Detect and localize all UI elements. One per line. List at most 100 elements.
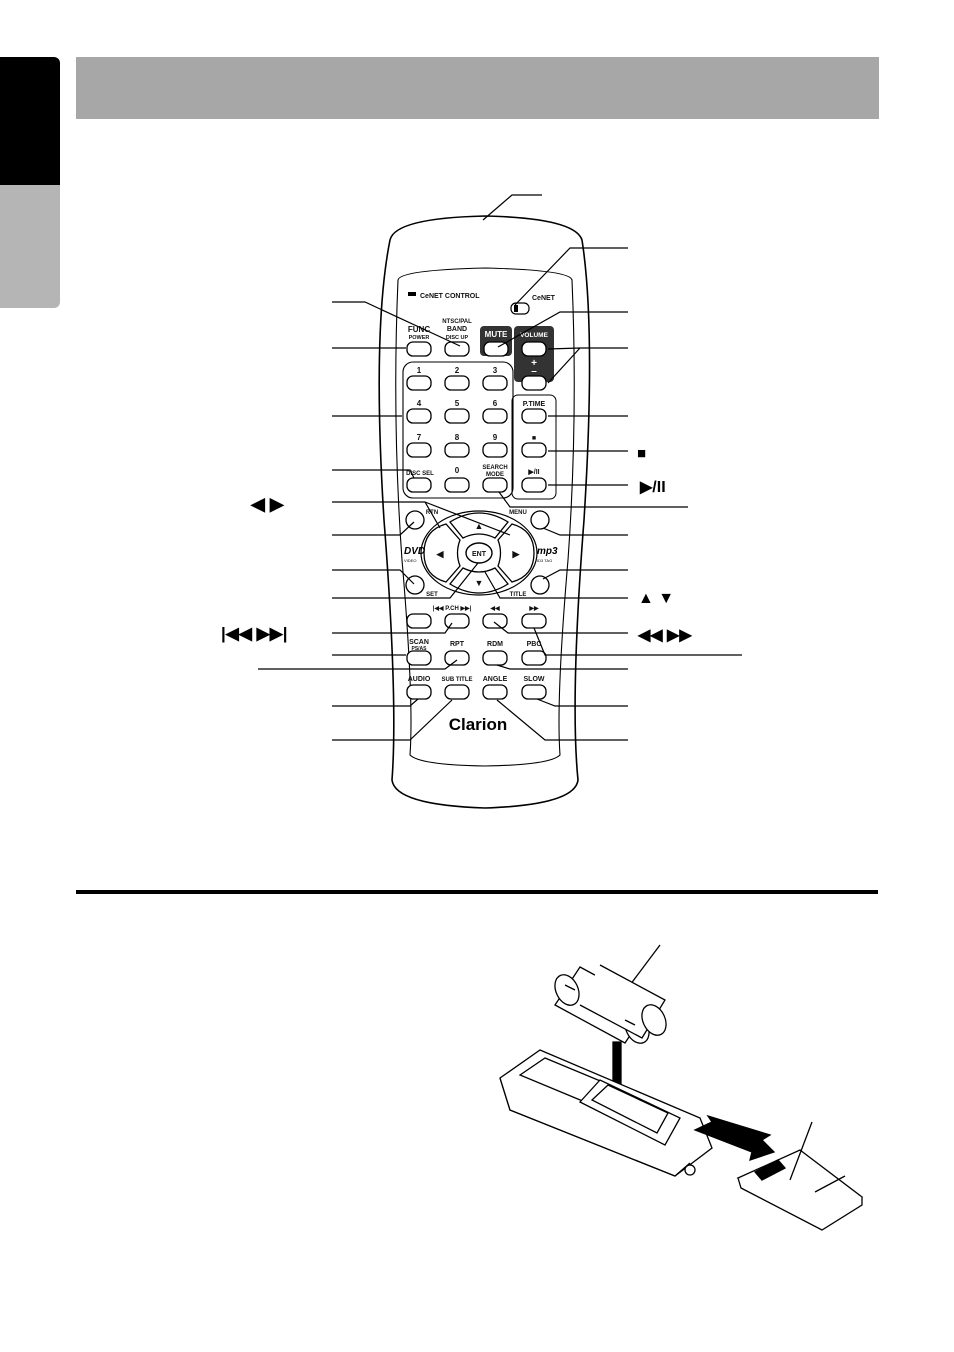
num-5-label: 5 bbox=[455, 399, 460, 408]
next-button[interactable] bbox=[444, 613, 470, 629]
audio-button[interactable] bbox=[406, 684, 432, 700]
scan-label: SCAN bbox=[409, 639, 429, 646]
num-2-label: 2 bbox=[455, 366, 460, 375]
dpad-down-glyph: ▼ bbox=[475, 578, 484, 588]
stop-label: ■ bbox=[532, 435, 536, 442]
num-8-button[interactable] bbox=[444, 442, 470, 458]
num-1-label: 1 bbox=[417, 366, 422, 375]
title-button[interactable] bbox=[530, 575, 550, 595]
cenet-switch[interactable] bbox=[510, 302, 530, 315]
ptime-button[interactable] bbox=[521, 408, 547, 424]
menu-label: MENU bbox=[509, 510, 527, 516]
num-9-button[interactable] bbox=[482, 442, 508, 458]
title-label: TITLE bbox=[510, 592, 527, 598]
search-label: SEARCH bbox=[482, 465, 507, 471]
callout-left-right-arrows: ◀ ▶ bbox=[250, 494, 285, 514]
callout-stop: ■ bbox=[637, 445, 646, 462]
audio-label: AUDIO bbox=[408, 676, 431, 683]
volume-label: VOLUME bbox=[520, 332, 548, 339]
num-9-label: 9 bbox=[493, 433, 498, 442]
number-keypad: 1 2 3 4 5 6 7 8 9 DISC SEL 0 SEARCH MODE bbox=[406, 366, 508, 493]
play-pause-button[interactable] bbox=[521, 477, 547, 493]
angle-label: ANGLE bbox=[483, 676, 508, 683]
rdm-button[interactable] bbox=[482, 650, 508, 666]
stop-button[interactable] bbox=[521, 442, 547, 458]
ntsc-pal-label: NTSC/PAL bbox=[442, 319, 472, 325]
sub-title-button[interactable] bbox=[444, 684, 470, 700]
num-6-button[interactable] bbox=[482, 408, 508, 424]
pbc-button[interactable] bbox=[521, 650, 547, 666]
dpad-up-glyph: ▲ bbox=[475, 521, 484, 531]
dpad-left-glyph: ◀ bbox=[436, 549, 445, 559]
brand-logo: Clarion bbox=[449, 715, 508, 734]
num-4-label: 4 bbox=[417, 399, 422, 408]
cenet-switch-label: CeNET bbox=[532, 295, 556, 302]
num-0-label: 0 bbox=[455, 466, 460, 475]
func-power-button[interactable] bbox=[406, 341, 432, 357]
ptime-label: P.TIME bbox=[523, 401, 546, 408]
num-5-button[interactable] bbox=[444, 408, 470, 424]
mute-button[interactable] bbox=[483, 341, 509, 357]
slow-label: SLOW bbox=[524, 676, 545, 683]
disc-sel-button[interactable] bbox=[406, 477, 432, 493]
band-button[interactable] bbox=[444, 341, 470, 357]
dvd-logo: DVD bbox=[404, 546, 425, 557]
ff-button[interactable] bbox=[521, 613, 547, 629]
remote-inner-panel bbox=[395, 267, 575, 767]
num-7-button[interactable] bbox=[406, 442, 432, 458]
prev-button[interactable] bbox=[406, 613, 432, 629]
power-label: POWER bbox=[409, 335, 430, 341]
rew-button[interactable] bbox=[482, 613, 508, 629]
rpt-button[interactable] bbox=[444, 650, 470, 666]
battery-illustration bbox=[499, 944, 864, 1231]
section-tab-dark bbox=[0, 57, 60, 185]
minus-label: – bbox=[531, 366, 537, 377]
mode-label: MODE bbox=[486, 472, 504, 478]
menu-button[interactable] bbox=[530, 510, 550, 530]
volume-up-button[interactable] bbox=[521, 341, 547, 357]
disc-sel-label: DISC SEL bbox=[406, 471, 434, 477]
slow-button[interactable] bbox=[521, 684, 547, 700]
callout-lines bbox=[258, 194, 742, 741]
callout-skip-arrows: |◀◀ ▶▶| bbox=[221, 624, 288, 643]
section-tab-light bbox=[0, 185, 60, 308]
dpad-left-button[interactable] bbox=[423, 523, 461, 583]
num-0-button[interactable] bbox=[444, 477, 470, 493]
num-3-label: 3 bbox=[493, 366, 498, 375]
num-4-button[interactable] bbox=[406, 408, 432, 424]
callout-up-down: ▲ ▼ bbox=[638, 590, 674, 607]
header-bar bbox=[76, 57, 879, 119]
num-2-button[interactable] bbox=[444, 375, 470, 391]
angle-button[interactable] bbox=[482, 684, 508, 700]
ff-label: ▶▶ bbox=[528, 605, 539, 612]
dpad-right-button[interactable] bbox=[497, 523, 535, 583]
callout-rew-ff: ◀◀ ▶▶ bbox=[637, 627, 692, 644]
volume-down-button[interactable] bbox=[521, 375, 547, 391]
ps-as-label: PS/AS bbox=[411, 646, 427, 652]
rdm-label: RDM bbox=[487, 641, 503, 648]
prev-next-label: |◀◀ P.CH ▶▶| bbox=[433, 605, 472, 612]
mp3-logo: mp3 bbox=[537, 546, 558, 557]
disc-up-label: DISC UP bbox=[446, 335, 469, 341]
play-pause-label: ▶/II bbox=[527, 469, 539, 476]
ent-button[interactable] bbox=[465, 542, 493, 564]
set-label: SET bbox=[426, 592, 438, 598]
ent-label: ENT bbox=[472, 551, 487, 558]
num-3-button[interactable] bbox=[482, 375, 508, 391]
rpt-label: RPT bbox=[450, 641, 465, 648]
section-divider bbox=[76, 890, 878, 894]
num-6-label: 6 bbox=[493, 399, 498, 408]
dpad-right-glyph: ▶ bbox=[512, 549, 521, 559]
search-mode-button[interactable] bbox=[482, 477, 508, 493]
band-label: BAND bbox=[447, 326, 467, 333]
callout-play-pause: ▶/II bbox=[639, 479, 666, 496]
dpad-up-button[interactable] bbox=[449, 512, 509, 539]
mp3-logo-sub: ID3 TAG bbox=[537, 558, 552, 563]
num-1-button[interactable] bbox=[406, 375, 432, 391]
mute-label: MUTE bbox=[485, 330, 508, 339]
num-8-label: 8 bbox=[455, 433, 460, 442]
num-7-label: 7 bbox=[417, 433, 422, 442]
scan-button[interactable] bbox=[406, 650, 432, 666]
plus-label: + bbox=[531, 358, 537, 369]
